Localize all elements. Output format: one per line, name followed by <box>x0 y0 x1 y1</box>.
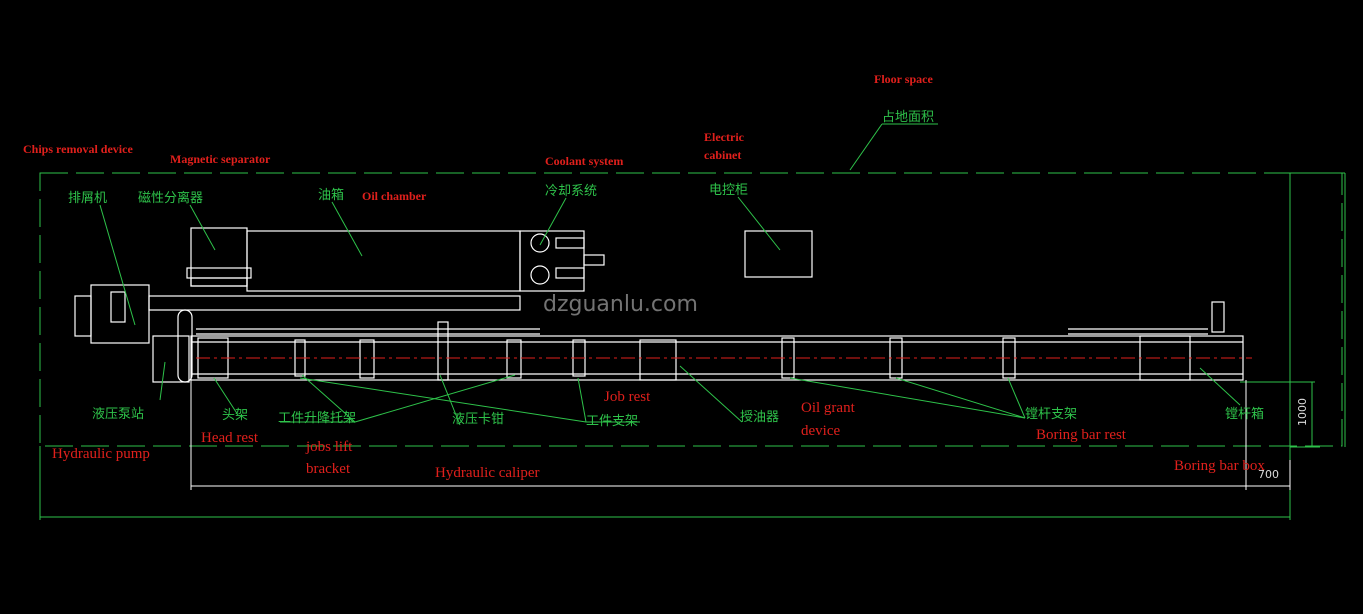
label-boring-bar-box: Boring bar box <box>1174 458 1265 474</box>
label-jobs-lift-1: jobs lift <box>306 439 353 455</box>
label-job-rest: Job rest <box>604 389 651 405</box>
label-cn-oil-grant: 授油器 <box>740 410 780 425</box>
label-hydraulic-pump: Hydraulic pump <box>52 446 150 462</box>
label-floor-space: Floor space <box>874 72 933 86</box>
label-chips-removal: Chips removal device <box>23 142 133 156</box>
label-cn-head-rest: 头架 <box>222 408 249 423</box>
label-cn-hydraulic-caliper: 液压卡钳 <box>452 412 505 427</box>
label-electric-cabinet-1: Electric <box>704 130 744 144</box>
floor-space-outline <box>39 172 1343 447</box>
electric-cabinet <box>744 230 813 278</box>
dimension-700: 700 <box>1258 468 1279 481</box>
label-electric-cabinet-2: cabinet <box>704 148 742 162</box>
label-cn-magnetic-separator: 磁性分离器 <box>138 191 204 206</box>
label-cn-hydraulic-pump: 液压泵站 <box>92 407 145 422</box>
label-cn-oil-chamber: 油箱 <box>318 188 345 203</box>
oil-chamber <box>246 230 521 292</box>
label-cn-chips-removal: 排屑机 <box>68 191 108 206</box>
label-cn-coolant-system: 冷却系统 <box>545 184 598 199</box>
label-magnetic-separator: Magnetic separator <box>170 152 271 166</box>
label-hydraulic-caliper: Hydraulic caliper <box>435 465 540 481</box>
label-jobs-lift-2: bracket <box>306 461 351 477</box>
watermark-text: dzguanlu.com <box>543 292 698 317</box>
label-cn-job-rest: 工件支架 <box>586 414 639 429</box>
magnetic-separator <box>186 227 252 287</box>
label-oil-grant-2: device <box>801 423 841 439</box>
dimension-lines <box>39 172 1346 520</box>
bed-supports <box>197 301 1225 381</box>
label-cn-electric-cabinet: 电控柜 <box>709 183 749 198</box>
label-coolant-system: Coolant system <box>545 154 624 168</box>
label-oil-chamber: Oil chamber <box>362 189 427 203</box>
leader-lines <box>99 123 1241 426</box>
label-cn-boring-bar-box: 镗杆箱 <box>1225 407 1265 422</box>
label-cn-floor-space: 占地面积 <box>882 110 935 125</box>
machine-bed <box>177 309 1244 383</box>
label-cn-boring-bar-rest: 镗杆支架 <box>1025 407 1078 422</box>
label-oil-grant-1: Oil grant <box>801 400 855 416</box>
hydraulic-pump <box>152 335 190 383</box>
coolant-system <box>519 230 605 292</box>
dimension-1000: 1000 <box>1296 398 1309 426</box>
label-head-rest: Head rest <box>201 430 259 446</box>
label-cn-jobs-lift: 工件升降托架 <box>278 411 357 426</box>
chips-removal-device <box>74 284 521 344</box>
dimension-lines-white <box>190 380 1291 490</box>
label-boring-bar-rest: Boring bar rest <box>1036 427 1126 443</box>
